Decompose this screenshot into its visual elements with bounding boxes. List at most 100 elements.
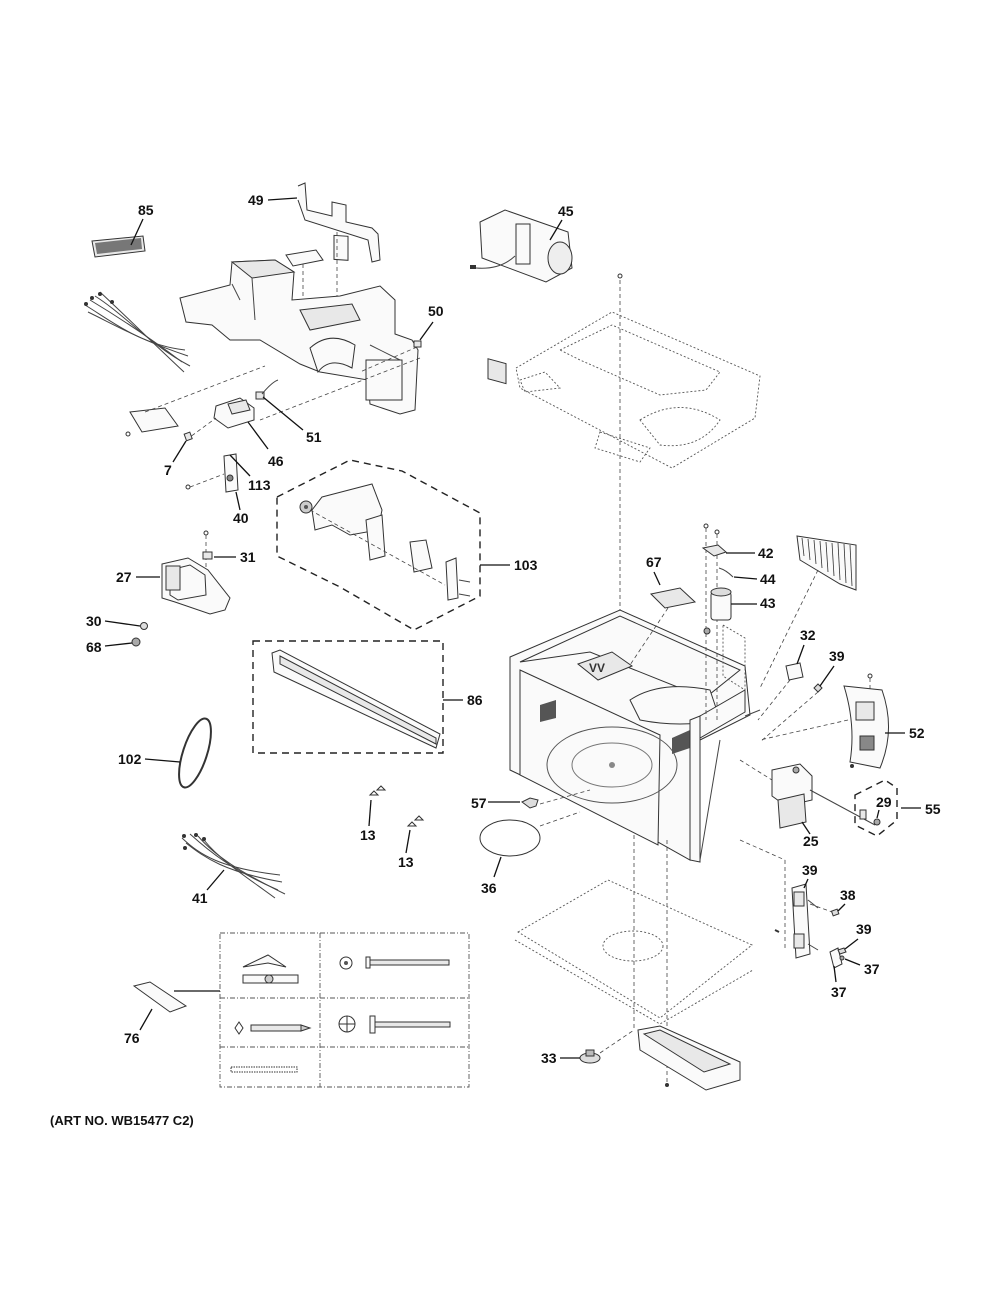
- assembly-line: [259, 357, 421, 421]
- callout-45[interactable]: 45: [558, 203, 574, 219]
- screw-icon: [203, 530, 209, 536]
- callout-30[interactable]: 30: [86, 613, 102, 629]
- leader-line: [837, 903, 846, 912]
- side-grille-part[interactable]: [796, 535, 857, 591]
- leader-line: [267, 197, 298, 201]
- lamp-socket-part[interactable]: [223, 453, 239, 493]
- callout-52[interactable]: 52: [909, 725, 925, 741]
- callout-39[interactable]: 39: [829, 648, 845, 664]
- assembly-line: [185, 417, 217, 441]
- latch-part[interactable]: [368, 785, 387, 796]
- callout-51[interactable]: 51: [306, 429, 322, 445]
- clamp-part[interactable]: [140, 622, 148, 630]
- thermostat-part[interactable]: [202, 551, 213, 560]
- callout-41[interactable]: 41: [192, 890, 208, 906]
- callout-25[interactable]: 25: [803, 833, 819, 849]
- screw-icon: [703, 523, 709, 529]
- callout-36[interactable]: 39: [802, 862, 818, 878]
- hardware-kit-bag[interactable]: [132, 981, 188, 1013]
- top-plate-ghost: [515, 311, 761, 469]
- cabinet-assembly[interactable]: VV: [509, 609, 761, 863]
- callout-85[interactable]: 85: [138, 202, 154, 218]
- callout-13[interactable]: 13: [398, 854, 414, 870]
- callout-27[interactable]: 27: [116, 569, 132, 585]
- fuse-part[interactable]: [785, 662, 804, 681]
- grease-filter-frame[interactable]: [285, 249, 324, 267]
- latch-part[interactable]: [406, 815, 425, 827]
- callout-102[interactable]: 102: [118, 751, 142, 767]
- control-bracket-group[interactable]: [276, 459, 481, 631]
- callout-57[interactable]: 57: [471, 795, 487, 811]
- clip-part[interactable]: [413, 340, 422, 348]
- callout-39[interactable]: 37: [864, 961, 880, 977]
- turntable-cover-part[interactable]: [479, 819, 541, 857]
- callout-55[interactable]: 36: [481, 880, 497, 896]
- callout-31[interactable]: 29: [876, 794, 892, 810]
- wire-harness-upper[interactable]: [84, 291, 191, 373]
- callout-13[interactable]: 13: [360, 827, 376, 843]
- callout-46[interactable]: 46: [268, 453, 284, 469]
- screw-icon: [774, 929, 780, 933]
- callout-68[interactable]: 68: [86, 639, 102, 655]
- callout-42[interactable]: 42: [758, 545, 774, 561]
- light-lens-part[interactable]: [129, 407, 179, 433]
- capacitor-bracket-part[interactable]: [701, 544, 727, 557]
- wire-harness-part[interactable]: [181, 833, 286, 899]
- callout-50[interactable]: 50: [428, 303, 444, 319]
- charcoal-filter-part[interactable]: [91, 235, 146, 258]
- callout-39[interactable]: 38: [840, 887, 856, 903]
- gasket-part[interactable]: [172, 715, 217, 791]
- bushing-part[interactable]: [131, 637, 141, 647]
- callout-40[interactable]: 40: [233, 510, 249, 526]
- switch-part[interactable]: [839, 955, 845, 961]
- capacitor-part[interactable]: [710, 587, 732, 621]
- diode-part[interactable]: [718, 567, 734, 578]
- callout-113[interactable]: 113: [248, 477, 271, 493]
- callout-32[interactable]: 32: [800, 627, 816, 643]
- callout-7[interactable]: 7: [164, 462, 172, 478]
- assembly-line: [739, 759, 773, 781]
- thermostat-assembly-group[interactable]: [854, 779, 898, 837]
- callout-43[interactable]: 43: [760, 595, 776, 611]
- leader-line: [104, 620, 141, 627]
- callout-33[interactable]: 33: [541, 1050, 557, 1066]
- screw-icon: [867, 673, 873, 679]
- leader-line: [419, 321, 434, 341]
- blower-motor-part[interactable]: [470, 209, 573, 385]
- assembly-line: [599, 1029, 635, 1054]
- lamp-housing-part[interactable]: [213, 397, 255, 429]
- stirrer-clip-part[interactable]: [521, 797, 539, 809]
- callout-86[interactable]: 86: [467, 692, 483, 708]
- callout-49[interactable]: 49: [248, 192, 264, 208]
- tape-strip-icon: [230, 1066, 298, 1073]
- callout-103[interactable]: 103: [514, 557, 538, 573]
- leader-line: [796, 644, 805, 665]
- switch-part[interactable]: [830, 908, 840, 917]
- screw-icon: [850, 764, 854, 768]
- vent-duct-assembly[interactable]: [179, 259, 419, 415]
- callout-76[interactable]: 76: [124, 1030, 140, 1046]
- callout-37[interactable]: 37: [831, 984, 847, 1000]
- assembly-line: [539, 811, 581, 827]
- fuse-holder-part[interactable]: [183, 431, 193, 442]
- callout-31[interactable]: 31: [240, 549, 256, 565]
- lamp-cover-assembly-part[interactable]: [161, 557, 231, 615]
- callout-67[interactable]: 67: [646, 554, 662, 570]
- vent-grille-group[interactable]: [252, 640, 444, 754]
- assembly-line: [809, 903, 833, 913]
- leader-line: [144, 758, 181, 763]
- thermostat-sensor-part[interactable]: [255, 379, 279, 400]
- callout-38[interactable]: 39: [856, 921, 872, 937]
- magnetron-part[interactable]: [771, 763, 813, 829]
- air-guide-part[interactable]: [843, 685, 889, 769]
- vent-duct-bracket-part[interactable]: [297, 182, 381, 263]
- door-switch-holder-part[interactable]: [791, 883, 819, 959]
- lever-part[interactable]: [837, 947, 847, 955]
- callout-44[interactable]: 44: [760, 571, 776, 587]
- leader-line: [104, 642, 133, 647]
- bottom-tray-part[interactable]: [637, 1025, 741, 1091]
- callout-29[interactable]: 55: [925, 801, 941, 817]
- leader-line: [653, 571, 661, 586]
- waveguide-cover-part[interactable]: [649, 587, 697, 609]
- turntable-motor-part[interactable]: [579, 1049, 601, 1064]
